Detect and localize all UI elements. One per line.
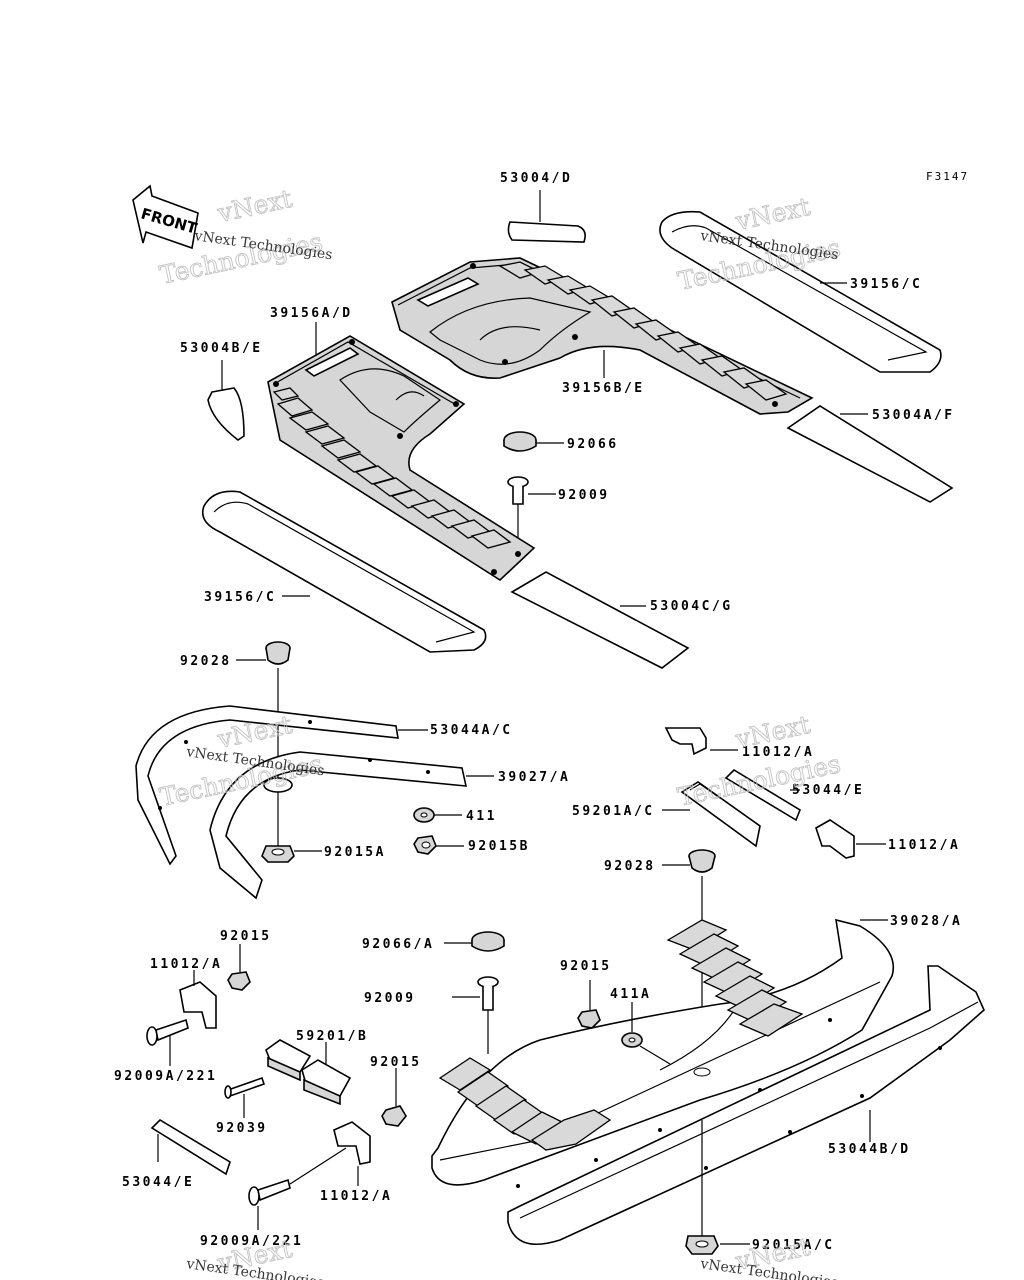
label-92015a-c: 92015A/C: [752, 1238, 835, 1253]
label-11012-a-top: 11012/A: [742, 745, 814, 760]
part-92039: [224, 1076, 266, 1118]
label-92015-mid: 92015: [560, 959, 612, 974]
label-92066-a: 92066/A: [362, 937, 434, 952]
part-92015-left: [227, 944, 251, 991]
part-92009-mid: [452, 976, 499, 1054]
label-92009a-221-top: 92009A/221: [114, 1069, 217, 1084]
part-39156-c-top: [659, 210, 942, 373]
label-92009: 92009: [558, 488, 610, 503]
label-53004a-f: 53004A/F: [872, 408, 955, 423]
svg-text:vNext: vNext: [732, 192, 812, 236]
label-11012-a-right: 11012/A: [888, 838, 960, 853]
label-92015-left: 92015: [220, 929, 272, 944]
label-11012-a-low: 11012/A: [320, 1189, 392, 1204]
part-92066-a: [444, 931, 505, 952]
label-411a: 411A: [610, 987, 651, 1002]
part-53004c-g: [510, 571, 690, 669]
part-59201-b: [265, 1039, 352, 1106]
label-39156-c-top: 39156/C: [850, 277, 922, 292]
step-pads-upper: [666, 919, 804, 1037]
label-59201a-c: 59201A/C: [572, 804, 655, 819]
label-39156b-e: 39156B/E: [562, 381, 645, 396]
part-59201a-c: [662, 781, 761, 848]
label-11012-a-left: 11012/A: [150, 957, 222, 972]
part-53044-e-right: [724, 768, 801, 822]
part-92015b: [413, 835, 464, 855]
part-11012-a-left: [179, 970, 217, 1029]
part-53044b-d: [507, 965, 985, 1246]
label-59201-b: 59201/B: [296, 1029, 368, 1044]
label-92015-low: 92015: [370, 1055, 422, 1070]
label-92009-mid: 92009: [364, 991, 416, 1006]
part-92009a-221-bottom: [248, 1147, 347, 1230]
label-92015b: 92015B: [468, 839, 530, 854]
part-92066: [503, 431, 564, 452]
part-92015a-c: [685, 1120, 750, 1255]
label-53044-e-left: 53044/E: [122, 1175, 194, 1190]
part-53004b-e: [207, 360, 245, 441]
label-53044a-c: 53044A/C: [430, 723, 513, 738]
part-39156a-d: [267, 322, 536, 582]
figure-code: F3147: [926, 170, 969, 183]
part-53004-d: [507, 190, 586, 243]
mat-pads-left: [272, 387, 512, 549]
part-411a: [621, 1002, 671, 1065]
label-39028-a: 39028/A: [890, 914, 962, 929]
svg-text:vNext: vNext: [214, 184, 294, 228]
mat-pads-right: [498, 261, 788, 401]
part-92009a-221-top: [146, 1018, 189, 1066]
label-92039: 92039: [216, 1121, 268, 1136]
label-92015a: 92015A: [324, 845, 386, 860]
part-39156-c-left: [201, 490, 487, 653]
label-53044b-d: 53044B/D: [828, 1142, 911, 1157]
front-arrow-icon: FRONT: [132, 184, 200, 250]
part-53044a-c: [135, 705, 428, 866]
label-53044-e-right: 53044/E: [792, 783, 864, 798]
part-11012-a-low: [333, 1121, 371, 1186]
part-39156b-e: [391, 257, 814, 415]
part-39028-a: [431, 918, 894, 1188]
label-92009a-221-bottom: 92009A/221: [200, 1234, 303, 1249]
label-39156-c-left: 39156/C: [204, 590, 276, 605]
label-92028-left: 92028: [180, 654, 232, 669]
label-53004-d: 53004/D: [500, 171, 572, 186]
label-92066: 92066: [567, 437, 619, 452]
part-39027-a: [209, 751, 494, 900]
part-92015a: [261, 845, 322, 863]
label-92028-right: 92028: [604, 859, 656, 874]
label-39027-a: 39027/A: [498, 770, 570, 785]
part-53044-e-left: [150, 1118, 231, 1176]
label-53004b-e: 53004B/E: [180, 341, 263, 356]
label-411: 411: [466, 809, 497, 824]
part-92015-low: [381, 1068, 407, 1127]
label-53004c-g: 53004C/G: [650, 599, 733, 614]
part-53004a-f: [786, 405, 954, 503]
part-411: [413, 807, 462, 823]
part-11012-a-right: [815, 819, 886, 859]
part-11012-a-top: [664, 727, 738, 756]
step-pads-lower: [438, 1057, 612, 1151]
label-39156a-d: 39156A/D: [270, 306, 353, 321]
part-92015-mid: [577, 980, 601, 1029]
